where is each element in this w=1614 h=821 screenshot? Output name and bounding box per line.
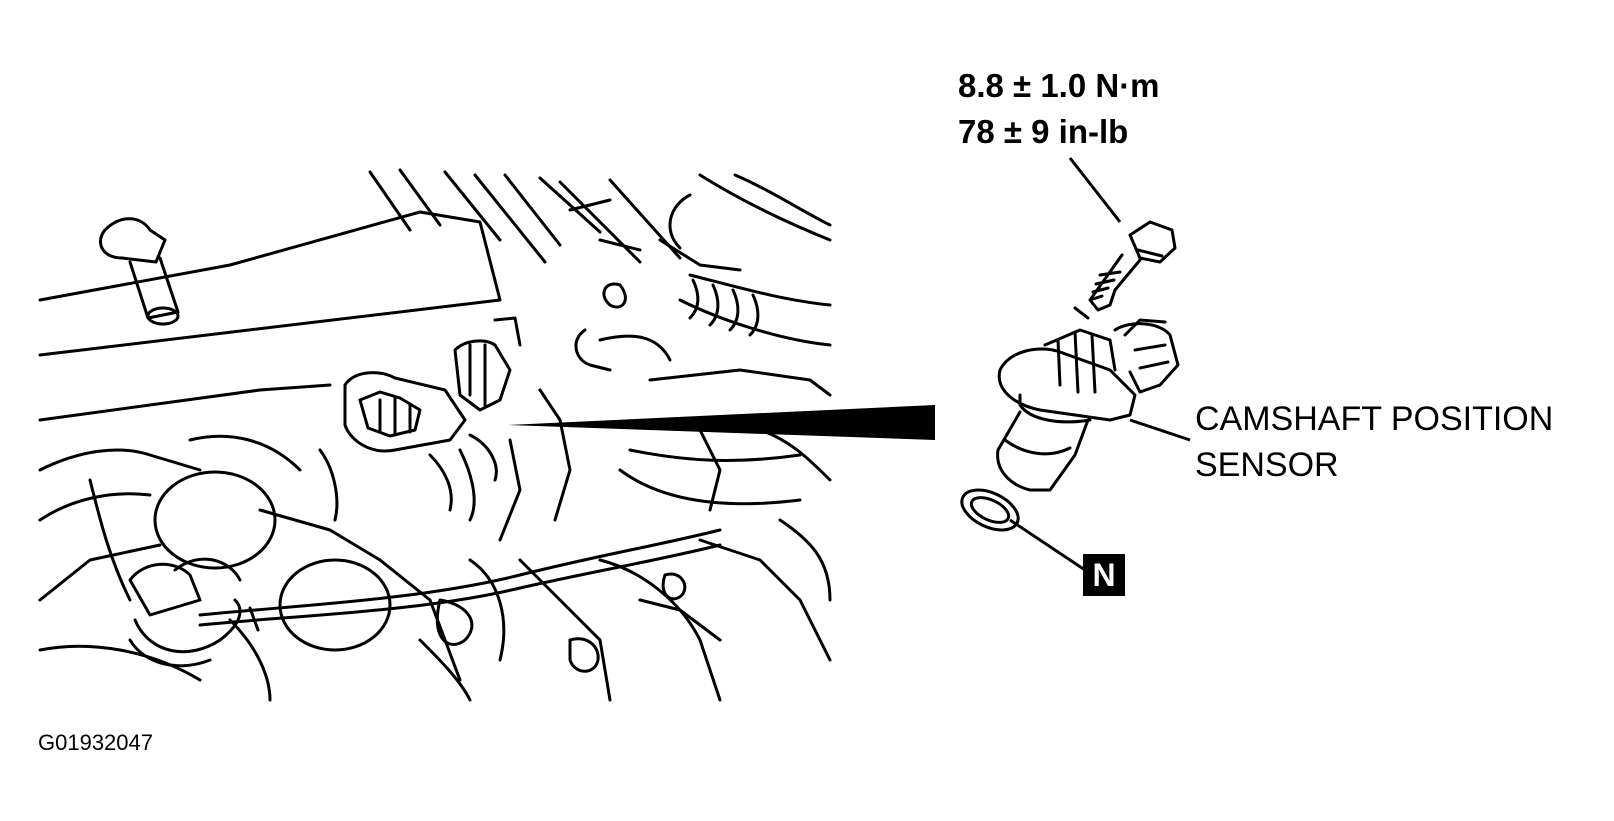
- torque-imperial-label: 78 ± 9 in-lb: [958, 113, 1129, 150]
- torque-metric-label: 8.8 ± 1.0 N·m: [958, 67, 1160, 104]
- part-name-line-2: SENSOR: [1195, 446, 1339, 484]
- figure-id: G01932047: [38, 730, 153, 755]
- part-name-line-1: CAMSHAFT POSITION: [1195, 400, 1554, 438]
- badge-letter: N: [1092, 557, 1116, 593]
- bolt-icon: [1073, 220, 1177, 320]
- o-ring-icon: [960, 488, 1020, 532]
- replace-part-badge: N: [1083, 554, 1125, 596]
- sensor-icon: [996, 318, 1180, 492]
